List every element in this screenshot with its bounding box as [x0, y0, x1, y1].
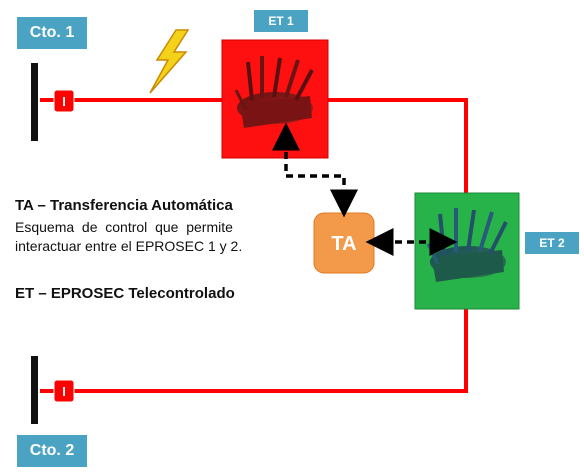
et2-equipment-box	[414, 192, 520, 310]
bus-bar-circuit-2	[31, 356, 38, 424]
et1-tag: ET 1	[254, 10, 308, 32]
recloser-equipment-icon	[234, 56, 314, 128]
et1-equipment-box	[221, 39, 329, 159]
ta-legend-title: TA – Transferencia Automática	[15, 197, 233, 214]
circuit-1-tag: Cto. 1	[17, 17, 87, 49]
switch-circuit-2	[53, 379, 75, 403]
switch-circuit-1-label: I	[62, 94, 66, 109]
circuit-2-tag: Cto. 2	[17, 435, 87, 467]
switch-circuit-2-label: I	[62, 384, 66, 399]
ta-legend-line-2: interactuar entre el EPROSEC 1 y 2.	[15, 238, 243, 254]
bus-bar-circuit-1	[31, 63, 38, 141]
arrow-et1-to-ta	[272, 122, 358, 218]
ta-legend-line-1: Esquema de control que permite	[15, 219, 233, 235]
switch-circuit-1	[53, 89, 75, 113]
ta-label: TA	[331, 233, 356, 255]
lightning-bolt-icon	[149, 29, 190, 94]
et-legend-title: ET – EPROSEC Telecontrolado	[15, 285, 235, 302]
power-line-circuit-2	[40, 308, 468, 393]
et2-tag: ET 2	[525, 232, 579, 254]
